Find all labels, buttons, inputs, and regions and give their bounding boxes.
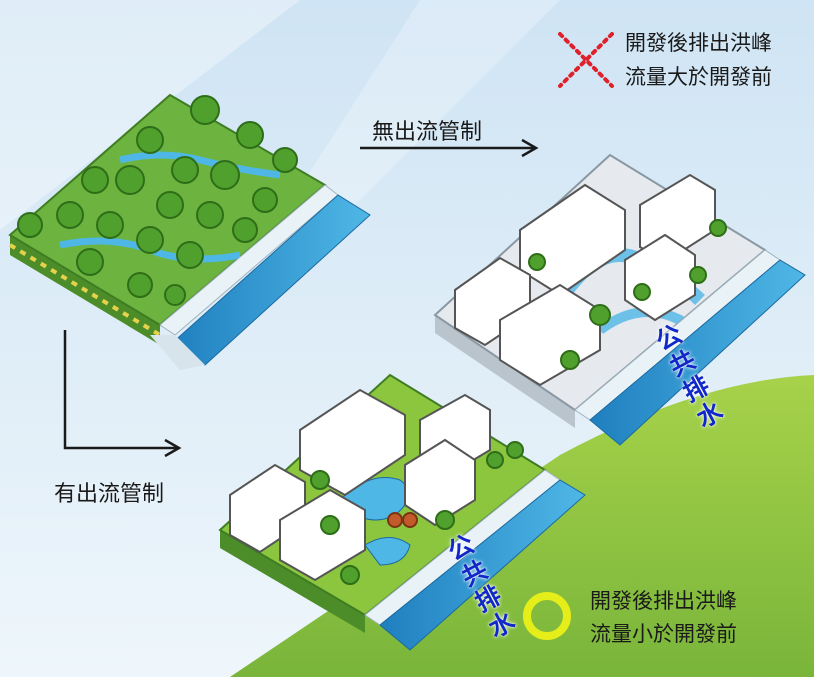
- city-trees: [528, 219, 727, 370]
- label-with-outflow-control: 有出流管制: [54, 482, 165, 507]
- city-block-with-control: [218, 373, 586, 651]
- green-city-trees: [310, 441, 524, 585]
- legend-good-line-1: 開發後排出洪峰: [590, 589, 737, 613]
- forest-river-bed: [150, 335, 205, 370]
- legend-bad-line-1: 開發後排出洪峰: [625, 31, 772, 55]
- green-city-river: [379, 479, 586, 651]
- arrow-no-control: [360, 138, 539, 158]
- city-river: [589, 259, 806, 446]
- city-block-no-control: [433, 153, 806, 446]
- yellow-ring-icon: [523, 592, 571, 640]
- forest-side-stripe: [8, 243, 162, 337]
- forest-trees: [17, 95, 298, 306]
- legend-good-line-2: 流量小於開發前: [590, 622, 737, 646]
- red-x-icon: [558, 32, 614, 88]
- legend-bad-line-2: 流量大於開發前: [625, 65, 772, 89]
- city-slab-side: [435, 315, 575, 428]
- forest-stream: [119, 151, 281, 179]
- green-slab-side: [220, 530, 365, 633]
- detention-pond: [364, 537, 411, 566]
- label-no-outflow-control: 無出流管制: [372, 120, 483, 145]
- forest-block: [8, 93, 371, 370]
- green-city-buildings: [229, 388, 491, 582]
- arrow-with-control: [63, 330, 182, 458]
